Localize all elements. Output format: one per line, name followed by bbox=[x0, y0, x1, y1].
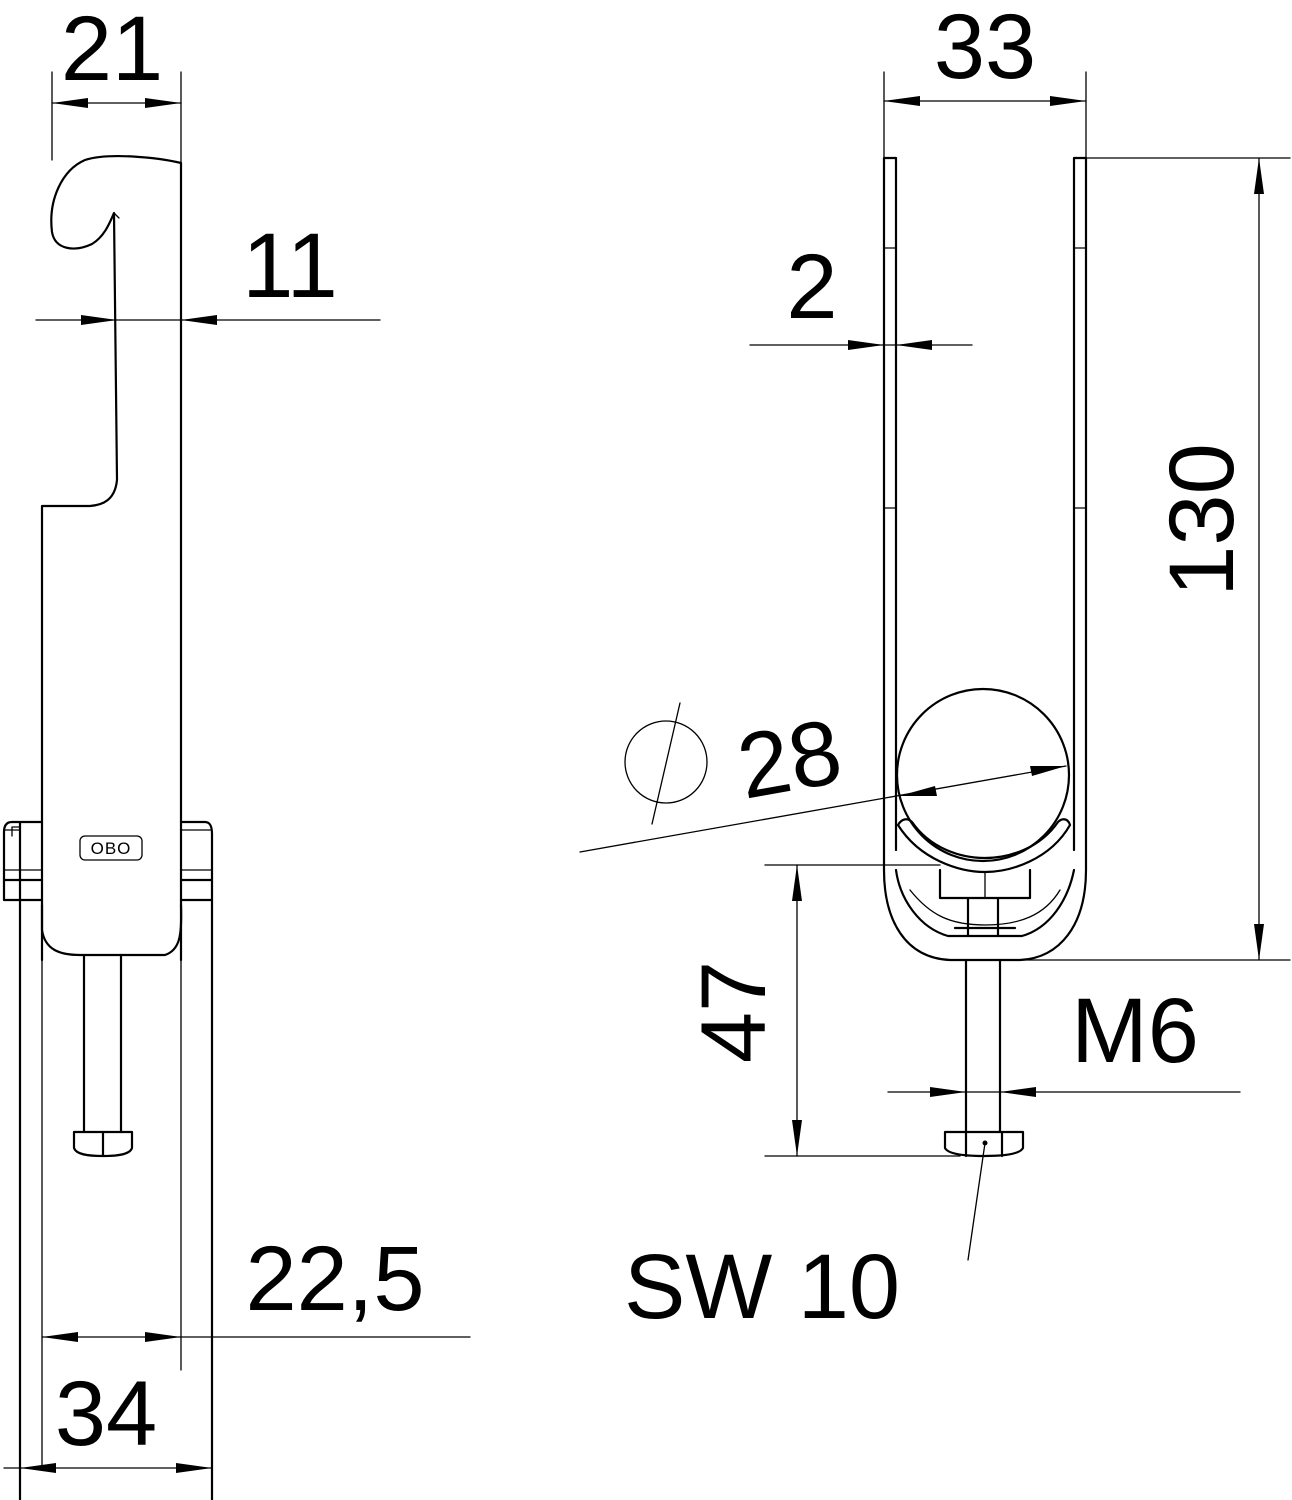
dim-front-wall-thickness-label: 2 bbox=[786, 236, 837, 338]
dim-front-wall-thickness: 2 bbox=[749, 236, 973, 350]
front-view bbox=[882, 156, 1088, 1158]
dim-front-width: 33 bbox=[883, 0, 1087, 159]
dim-wrench-size-label: SW 10 bbox=[624, 1236, 900, 1338]
side-corner-mark bbox=[11, 826, 21, 837]
side-bracket-right bbox=[179, 820, 214, 1500]
dim-side-total-width-label: 34 bbox=[55, 1363, 157, 1465]
front-screw-nut bbox=[943, 1130, 1025, 1158]
dim-front-width-label: 33 bbox=[934, 0, 1036, 98]
dim-front-height-label: 130 bbox=[1151, 443, 1253, 597]
dim-side-thickness: 11 bbox=[35, 215, 381, 325]
dim-side-hook-width: 21 bbox=[51, 0, 182, 164]
side-view bbox=[2, 155, 214, 1500]
dim-side-total-width: 34 bbox=[3, 1363, 213, 1473]
dim-front-height: 130 bbox=[999, 157, 1291, 961]
side-screw-shaft bbox=[82, 953, 123, 1134]
dim-screw-length: 47 bbox=[683, 864, 961, 1157]
side-bracket-left bbox=[2, 820, 44, 1500]
obo-logo-text: OBO bbox=[91, 839, 132, 858]
side-screw-nut bbox=[72, 1130, 134, 1158]
front-clip-ticks bbox=[883, 247, 1087, 509]
diameter-symbol-icon bbox=[624, 720, 708, 804]
obo-logo: OBO bbox=[79, 835, 143, 861]
dim-side-thickness-label: 11 bbox=[242, 215, 338, 317]
dim-thread: M6 bbox=[887, 980, 1241, 1097]
dim-cable-diameter: 28 bbox=[579, 700, 1067, 853]
front-clamp-inner bbox=[909, 871, 1061, 926]
side-hook-inner bbox=[113, 212, 120, 219]
dim-screw-length-label: 47 bbox=[683, 961, 785, 1063]
side-hook-outline bbox=[40, 155, 183, 962]
dim-side-hook-width-label: 21 bbox=[61, 0, 163, 100]
dim-side-body-width: 22,5 bbox=[41, 959, 471, 1471]
front-clip-outline bbox=[882, 156, 1088, 962]
dim-thread-label: M6 bbox=[1071, 980, 1199, 1082]
dim-side-body-width-label: 22,5 bbox=[245, 1228, 424, 1330]
cable-circle bbox=[895, 687, 1071, 863]
dim-cable-diameter-label: 28 bbox=[730, 700, 849, 818]
front-screw-shaft bbox=[964, 958, 1002, 1134]
dim-wrench-size: SW 10 bbox=[624, 1142, 986, 1338]
side-clamp-head bbox=[40, 903, 183, 957]
